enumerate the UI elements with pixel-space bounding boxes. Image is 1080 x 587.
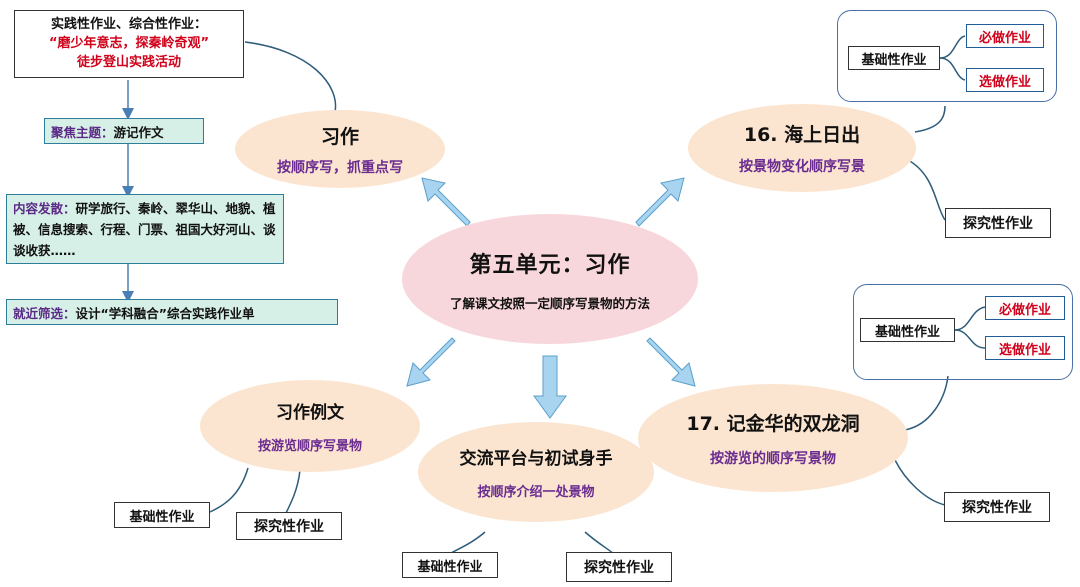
liwen-jichu: 基础性作业 xyxy=(114,502,210,528)
practice-box-line3: 徒步登山实践活动 xyxy=(76,55,181,70)
node-haishang: 16. 海上日出 按景物变化顺序写景 xyxy=(688,104,916,192)
node-xizuo-subtitle: 按顺序写，抓重点写 xyxy=(277,159,403,176)
content-text: 研学旅行、秦岭、翠华山、地貌、植被、信息搜索、行程、门票、祖国大好河山、谈谈收获… xyxy=(13,201,276,258)
practice-box: 实践性作业、综合性作业： “磨少年意志，探秦岭奇观” 徒步登山实践活动 xyxy=(14,10,244,78)
center-title: 第五单元：习作 xyxy=(469,252,631,278)
practice-box-line1: 实践性作业、综合性作业： xyxy=(50,17,207,32)
node-xizuo-title: 习作 xyxy=(320,125,359,148)
block-arrows xyxy=(406,177,696,419)
shuanglong-xuanzuo: 选做作业 xyxy=(985,336,1065,360)
node-jiaoliu: 交流平台与初试身手 按顺序介绍一处景物 xyxy=(418,422,654,522)
shuanglong-jichu: 基础性作业 xyxy=(860,318,955,342)
focus-label: 聚焦主题： xyxy=(51,125,114,140)
node-jiaoliu-subtitle: 按顺序介绍一处景物 xyxy=(477,485,595,500)
node-liwen: 习作例文 按游览顺序写景物 xyxy=(200,380,420,472)
filter-label: 就近筛选： xyxy=(13,306,76,321)
practice-box-line2: “磨少年意志，探秦岭奇观” xyxy=(48,36,210,51)
arrow-to-haishang xyxy=(635,177,685,227)
liwen-tanjiu: 探究性作业 xyxy=(236,512,342,540)
curve-topbox-xizuo xyxy=(244,41,337,113)
node-haishang-title: 16. 海上日出 xyxy=(743,124,861,146)
node-shuanglong-title: 17. 记金华的双龙洞 xyxy=(686,412,860,435)
haishang-bizuo: 必做作业 xyxy=(966,24,1044,48)
jiaoliu-tanjiu: 探究性作业 xyxy=(566,552,672,582)
jiaoliu-jichu: 基础性作业 xyxy=(402,552,498,578)
haishang-tanjiu: 探究性作业 xyxy=(945,208,1051,238)
node-liwen-subtitle: 按游览顺序写景物 xyxy=(257,439,362,454)
node-haishang-subtitle: 按景物变化顺序写景 xyxy=(739,159,865,175)
haishang-group xyxy=(837,10,1057,102)
arrow-to-xizuo xyxy=(421,177,471,227)
node-shuanglong-subtitle: 按游览的顺序写景物 xyxy=(710,450,836,467)
arrow-to-jiaoliu xyxy=(533,355,567,419)
haishang-jichu: 基础性作业 xyxy=(848,46,940,70)
node-center: 第五单元：习作 了解课文按照一定顺序写景物的方法 xyxy=(402,214,698,344)
node-jiaoliu-title: 交流平台与初试身手 xyxy=(459,449,613,469)
arrow-to-liwen xyxy=(406,337,456,387)
content-label: 内容发散： xyxy=(13,201,76,216)
arrow-to-shuanglong xyxy=(646,337,696,387)
focus-box: 聚焦主题：游记作文 xyxy=(44,118,204,144)
node-xizuo: 习作 按顺序写，抓重点写 xyxy=(235,110,445,188)
haishang-xuanzuo: 选做作业 xyxy=(966,68,1044,92)
filter-box: 就近筛选：设计“学科融合”综合实践作业单 xyxy=(6,299,338,325)
shuanglong-bizuo: 必做作业 xyxy=(985,296,1065,320)
shuanglong-group xyxy=(853,284,1073,380)
center-subtitle: 了解课文按照一定顺序写景物的方法 xyxy=(449,295,650,311)
node-shuanglong: 17. 记金华的双龙洞 按游览的顺序写景物 xyxy=(638,384,908,492)
content-box: 内容发散：研学旅行、秦岭、翠华山、地貌、植被、信息搜索、行程、门票、祖国大好河山… xyxy=(6,194,284,264)
filter-text: 设计“学科融合”综合实践作业单 xyxy=(75,306,255,321)
node-liwen-title: 习作例文 xyxy=(276,403,344,423)
shuanglong-tanjiu: 探究性作业 xyxy=(944,492,1050,522)
focus-text: 游记作文 xyxy=(113,125,164,140)
